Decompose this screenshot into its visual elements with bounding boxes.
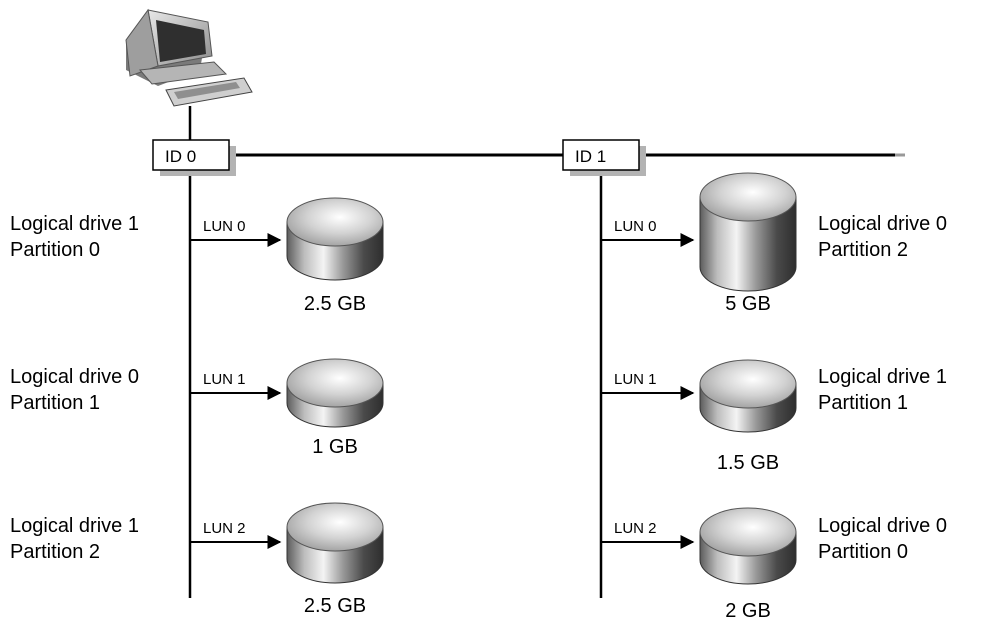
lun-row: LUN 0 5 GB Logical drive 0 Partition 2 [601,172,947,315]
lun-row: LUN 1 1 GB Logical drive 0 Partition 1 [10,358,384,458]
partition-label: Partition 1 [818,392,908,414]
id-box [562,139,640,171]
lun-row: LUN 2 2 GB Logical drive 0 Partition 0 [601,507,947,622]
disk-size-label: 5 GB [725,293,771,315]
partition-label: Partition 1 [10,392,100,414]
logical-drive-label: Logical drive 1 [818,366,947,388]
lun-label: LUN 1 [614,371,657,388]
disk-icon [699,507,797,585]
id-box [152,139,230,171]
partition-label: Partition 2 [10,541,100,563]
id-label: ID 1 [575,147,606,166]
partition-label: Partition 2 [818,239,908,261]
disk-size-label: 2 GB [725,600,771,622]
disk-size-label: 2.5 GB [304,595,366,617]
logical-drive-label: Logical drive 1 [10,515,139,537]
disk-icon [286,358,384,428]
lun-row: LUN 1 1.5 GB Logical drive 1 Partition 1 [601,359,947,474]
disk-icon [286,197,384,281]
logical-drive-label: Logical drive 1 [10,213,139,235]
logical-drive-label: Logical drive 0 [10,366,139,388]
disk-icon [286,502,384,584]
disk-icon [699,172,797,292]
lun-label: LUN 2 [203,520,246,537]
computer-icon [125,8,253,140]
lun-row: LUN 2 2.5 GB Logical drive 1 Partition 2 [10,502,384,617]
bus-fade [895,150,925,160]
lun-row: LUN 0 2.5 GB Logical drive 1 Partition 0 [10,197,384,315]
lun-label: LUN 2 [614,520,657,537]
disk-size-label: 1.5 GB [717,452,779,474]
id-label: ID 0 [165,147,196,166]
lun-label: LUN 1 [203,371,246,388]
partition-label: Partition 0 [818,541,908,563]
disk-size-label: 1 GB [312,436,358,458]
lun-label: LUN 0 [203,218,246,235]
partition-label: Partition 0 [10,239,100,261]
disk-size-label: 2.5 GB [304,293,366,315]
logical-drive-label: Logical drive 0 [818,213,947,235]
disk-icon [699,359,797,433]
target-0: ID 0 LUN 0 2.5 GB Logical drive 1 Partition … [10,139,384,617]
lun-label: LUN 0 [614,218,657,235]
logical-drive-label: Logical drive 0 [818,515,947,537]
